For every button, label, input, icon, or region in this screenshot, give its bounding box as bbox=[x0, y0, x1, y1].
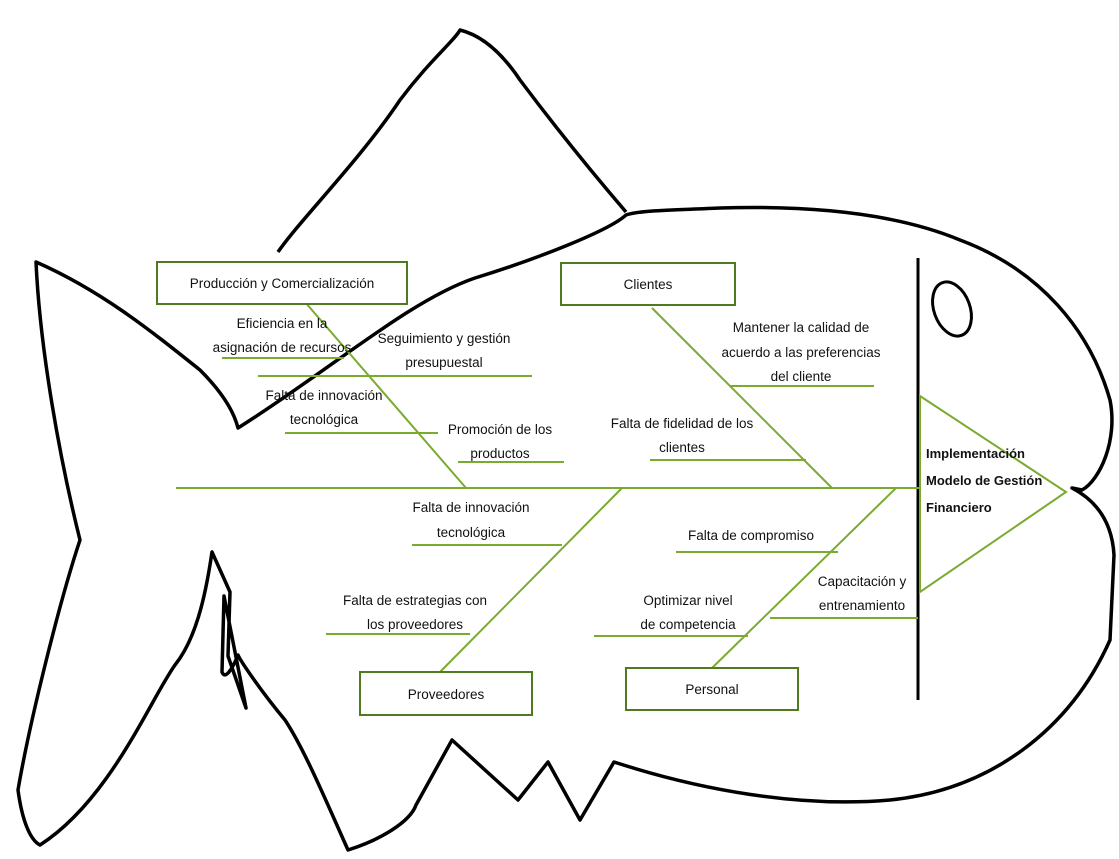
category-label-clientes: Clientes bbox=[624, 277, 673, 292]
category-box-proveedores bbox=[359, 671, 533, 716]
category-label-proveedores: Proveedores bbox=[408, 687, 485, 702]
fish-outline bbox=[16, 205, 1116, 852]
cause-compromiso: Falta de compromiso bbox=[688, 528, 814, 543]
head-triangle bbox=[919, 394, 1068, 594]
category-label-produccion: Producción y Comercialización bbox=[190, 276, 375, 291]
bone-produccion bbox=[304, 301, 467, 489]
head-label-line-3: Financiero bbox=[926, 500, 992, 515]
category-box-produccion bbox=[156, 261, 408, 305]
head-label-line-1: Implementación bbox=[926, 446, 1025, 461]
bone-clientes bbox=[651, 307, 833, 489]
category-label-personal: Personal bbox=[685, 682, 738, 697]
bone-proveedores bbox=[439, 487, 623, 673]
dorsal-fin bbox=[276, 28, 628, 253]
category-box-clientes bbox=[560, 262, 736, 306]
head-label-line-2: Modelo de Gestión bbox=[926, 473, 1042, 488]
bone-personal bbox=[711, 487, 897, 669]
fish-eye bbox=[931, 280, 973, 338]
category-box-personal bbox=[625, 667, 799, 711]
